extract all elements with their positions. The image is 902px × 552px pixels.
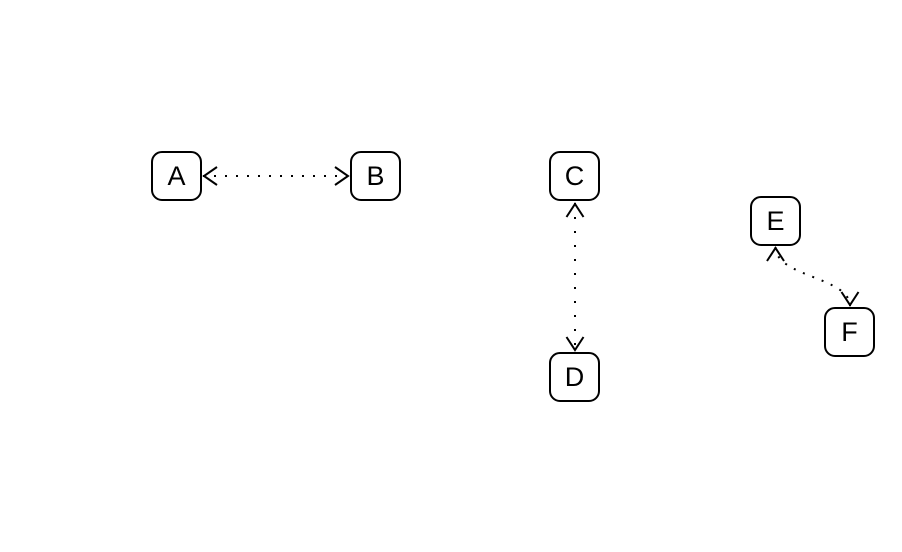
edge-C-D <box>565 202 585 352</box>
node-C-label: C <box>564 160 585 191</box>
edge-E-F <box>766 246 860 307</box>
node-E-label: E <box>766 205 785 236</box>
node-E: E <box>750 196 801 246</box>
node-F-label: F <box>841 316 858 347</box>
arrowhead-toward-F-icon <box>840 291 860 307</box>
arrowhead-toward-D-icon <box>565 336 585 352</box>
node-F: F <box>824 307 875 357</box>
node-D: D <box>549 352 600 402</box>
edge-A-B <box>202 166 350 186</box>
node-D-label: D <box>564 361 585 392</box>
edge-E-F-line <box>774 246 851 307</box>
node-B: B <box>350 151 401 201</box>
node-A: A <box>151 151 202 201</box>
arrowhead-toward-E-icon <box>766 246 785 262</box>
node-B-label: B <box>366 160 385 191</box>
node-C: C <box>549 151 600 201</box>
arrowhead-toward-C-icon <box>565 202 585 218</box>
arrowhead-toward-A-icon <box>202 166 218 186</box>
node-A-label: A <box>167 160 186 191</box>
arrowhead-toward-B-icon <box>334 166 350 186</box>
